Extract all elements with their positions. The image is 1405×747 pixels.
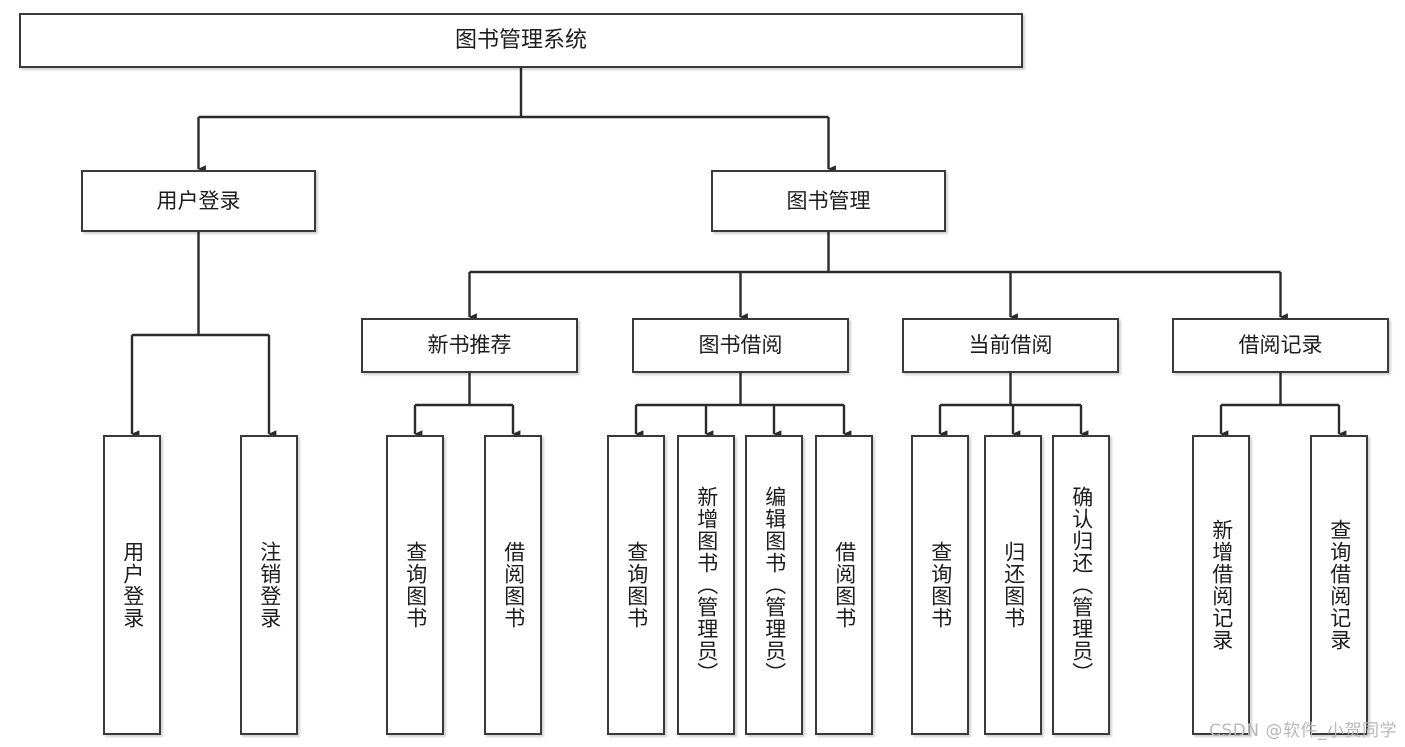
node-label: 图书管理系统 (454, 27, 587, 53)
node-leaf-rec-query-book[interactable]: 查询图书 (386, 435, 444, 735)
node-leaf-rec-borrow-book[interactable]: 借阅图书 (484, 435, 542, 735)
node-leaf-current-query-book[interactable]: 查询图书 (911, 435, 969, 735)
node-leaf-record-add[interactable]: 新增借阅记录 (1192, 435, 1250, 735)
node-leaf-current-return-book[interactable]: 归还图书 (984, 435, 1042, 735)
node-leaf-user-login[interactable]: 用户登录 (103, 435, 161, 735)
node-label: 图书管理 (786, 188, 871, 213)
node-label: 借阅图书 (832, 541, 857, 629)
watermark: CSDN @软件_小贺同学 (1209, 721, 1397, 741)
node-label: 当前借阅 (968, 333, 1053, 358)
node-leaf-borrow-lend-book[interactable]: 借阅图书 (815, 435, 873, 735)
node-label: 新增图书（管理员） (694, 486, 719, 684)
node-label: 查询图书 (403, 541, 428, 629)
node-label: 归还图书 (1001, 541, 1026, 629)
node-leaf-borrow-query-book[interactable]: 查询图书 (607, 435, 665, 735)
node-label: 查询借阅记录 (1327, 519, 1352, 651)
node-book-manage[interactable]: 图书管理 (711, 170, 946, 232)
node-label: 用户登录 (120, 541, 145, 629)
node-label: 编辑图书（管理员） (762, 486, 787, 684)
node-label: 新增借阅记录 (1209, 519, 1234, 651)
node-root[interactable]: 图书管理系统 (19, 13, 1023, 68)
node-new-book-rec[interactable]: 新书推荐 (361, 318, 578, 373)
node-leaf-user-logout[interactable]: 注销登录 (240, 435, 298, 735)
node-label: 用户登录 (156, 188, 241, 213)
node-leaf-record-query[interactable]: 查询借阅记录 (1310, 435, 1368, 735)
node-label: 借阅图书 (501, 541, 526, 629)
node-label: 注销登录 (257, 541, 282, 629)
node-current-borrow[interactable]: 当前借阅 (902, 318, 1119, 373)
node-user-login[interactable]: 用户登录 (81, 170, 316, 232)
node-label: 确认归还（管理员） (1069, 486, 1094, 684)
node-leaf-current-confirm-return[interactable]: 确认归还（管理员） (1052, 435, 1110, 735)
node-borrow-record[interactable]: 借阅记录 (1172, 318, 1389, 373)
node-label: 新书推荐 (427, 333, 512, 358)
node-label: 查询图书 (928, 541, 953, 629)
node-leaf-borrow-add-book[interactable]: 新增图书（管理员） (677, 435, 735, 735)
node-leaf-borrow-edit-book[interactable]: 编辑图书（管理员） (745, 435, 803, 735)
node-label: 图书借阅 (698, 333, 783, 358)
node-book-borrow[interactable]: 图书借阅 (632, 318, 849, 373)
node-label: 借阅记录 (1238, 333, 1323, 358)
node-label: 查询图书 (624, 541, 649, 629)
